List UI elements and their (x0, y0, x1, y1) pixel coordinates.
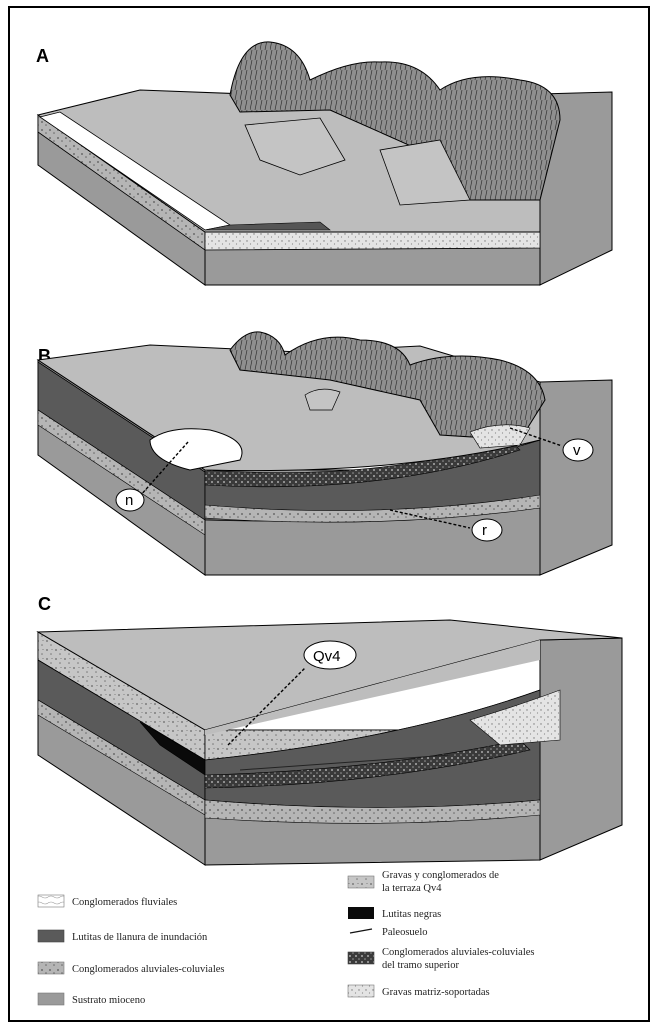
legend-swatch-superior (348, 952, 374, 964)
callout-n-label: n (125, 492, 133, 509)
panel-c: C Qv4 (38, 594, 622, 865)
legend-swatch-sustrato (38, 993, 64, 1005)
legend-swatch-aluvial (38, 962, 64, 974)
legend-swatch-qv4 (348, 876, 374, 888)
legend-label-aluvial: Conglomerados aluviales-coluviales (72, 964, 225, 975)
legend-label-lutitas: Lutitas de llanura de inundación (72, 932, 208, 943)
callout-v-label: v (573, 442, 581, 459)
block-a-top-deposit (205, 232, 540, 250)
legend-label-superior-line2: del tramo superior (382, 960, 459, 971)
legend-label-fluvial: Conglomerados fluviales (72, 897, 177, 908)
legend-label-qv4-line1: Gravas y conglomerados de (382, 870, 499, 881)
legend-label-qv4-line2: la terraza Qv4 (382, 883, 442, 894)
legend-swatch-fluvial (38, 895, 64, 907)
legend-label-negras: Lutitas negras (382, 909, 441, 920)
legend-label-sustrato: Sustrato mioceno (72, 995, 145, 1006)
panel-label-a: A (36, 46, 49, 66)
callout-qv4-label: Qv4 (313, 648, 341, 665)
legend-swatch-matriz (348, 985, 374, 997)
legend-label-superior-line1: Conglomerados aluviales-coluviales (382, 947, 535, 958)
legend-swatch-lutitas (38, 930, 64, 942)
callout-r-label: r (482, 522, 487, 539)
panel-a: A (36, 42, 612, 285)
legend-label-matriz: Gravas matriz-soportadas (382, 987, 490, 998)
legend-swatch-paleosuelo (350, 929, 372, 933)
block-c-side-face (540, 638, 622, 860)
block-b-side-face (540, 380, 612, 575)
legend-label-paleosuelo: Paleosuelo (382, 927, 428, 938)
callout-r-bubble (472, 519, 502, 541)
legend-swatch-negras (348, 907, 374, 919)
panel-b: B n v r (38, 332, 612, 575)
panel-label-c: C (38, 594, 51, 614)
legend: Conglomerados fluviales Lutitas de llanu… (38, 870, 535, 1006)
